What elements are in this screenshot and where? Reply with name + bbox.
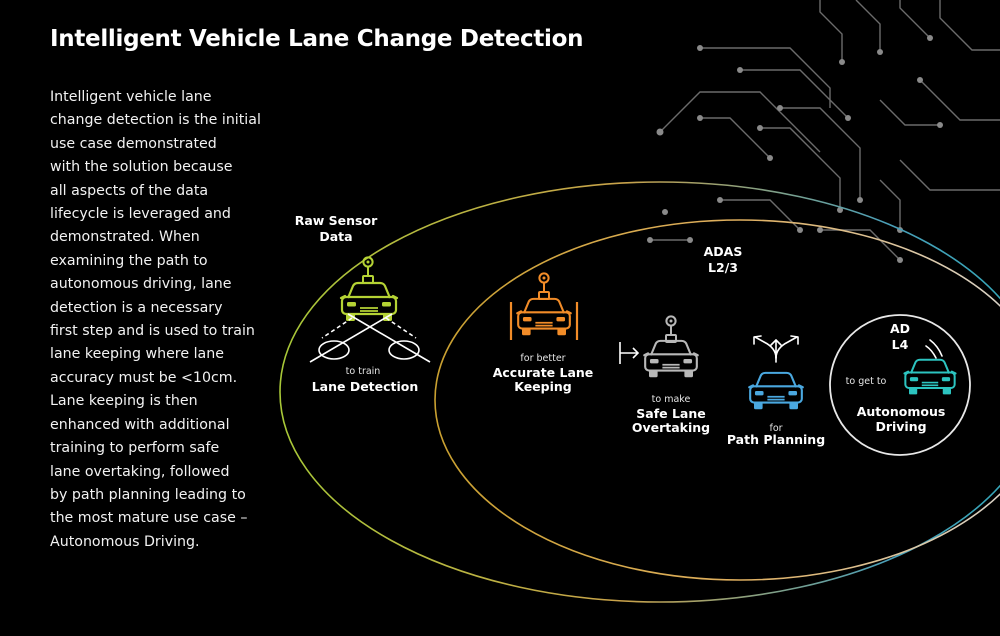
- description-line: Autonomous Driving.: [50, 533, 200, 550]
- description-line: demonstrated. When: [50, 229, 200, 246]
- for-connector: for: [769, 423, 782, 434]
- description-line: by path planning leading to: [50, 486, 246, 503]
- description-line: lane overtaking, followed: [50, 463, 230, 480]
- overtaking-car-icon: [643, 315, 699, 379]
- description-line: accuracy must be <10cm.: [50, 369, 238, 386]
- path-planning-label: Path Planning: [727, 432, 825, 447]
- description-line: training to perform safe: [50, 440, 220, 457]
- description-line: lifecycle is leveraged and: [50, 206, 231, 223]
- description-line: lane keeping where lane: [50, 346, 224, 363]
- for-better-connector: for better: [520, 353, 565, 364]
- ad-ring: [829, 314, 971, 456]
- description-line: enhanced with additional: [50, 416, 230, 433]
- description-line: use case demonstrated: [50, 135, 217, 152]
- lane-detection-label: Lane Detection: [312, 379, 419, 394]
- arrow-right-icon: [619, 342, 640, 364]
- description-line: Intelligent vehicle lane: [50, 89, 212, 105]
- lane-keeping-car-icon: [509, 272, 579, 340]
- description-line: first step and is used to train: [50, 323, 255, 340]
- description-line: the most mature use case –: [50, 510, 248, 527]
- page-title: Intelligent Vehicle Lane Change Detectio…: [50, 26, 584, 52]
- description-line: with the solution because: [50, 159, 233, 176]
- description-line: change detection is the initial: [50, 112, 261, 129]
- lane-detection-car-icon: [339, 256, 399, 323]
- description-paragraph: Intelligent vehicle lane change detection…: [50, 86, 261, 554]
- to-get-to-connector: to get to: [846, 376, 887, 387]
- split-arrows-icon: [753, 335, 799, 363]
- description-line: detection is a necessary: [50, 299, 223, 316]
- description-line: examining the path to: [50, 252, 208, 269]
- to-make-connector: to make: [652, 394, 691, 405]
- lane-markers-icon: [309, 313, 431, 363]
- signal-waves-icon: [925, 339, 943, 359]
- circuit-decoration: [650, 0, 1000, 261]
- raw-sensor-ring: [279, 181, 1000, 603]
- description-line: all aspects of the data: [50, 182, 209, 199]
- to-train-connector: to train: [346, 366, 381, 377]
- adas-ring: [434, 219, 1000, 581]
- description-line: Lane keeping is then: [50, 393, 198, 410]
- path-planning-car-icon: [748, 371, 804, 411]
- description-line: autonomous driving, lane: [50, 276, 232, 293]
